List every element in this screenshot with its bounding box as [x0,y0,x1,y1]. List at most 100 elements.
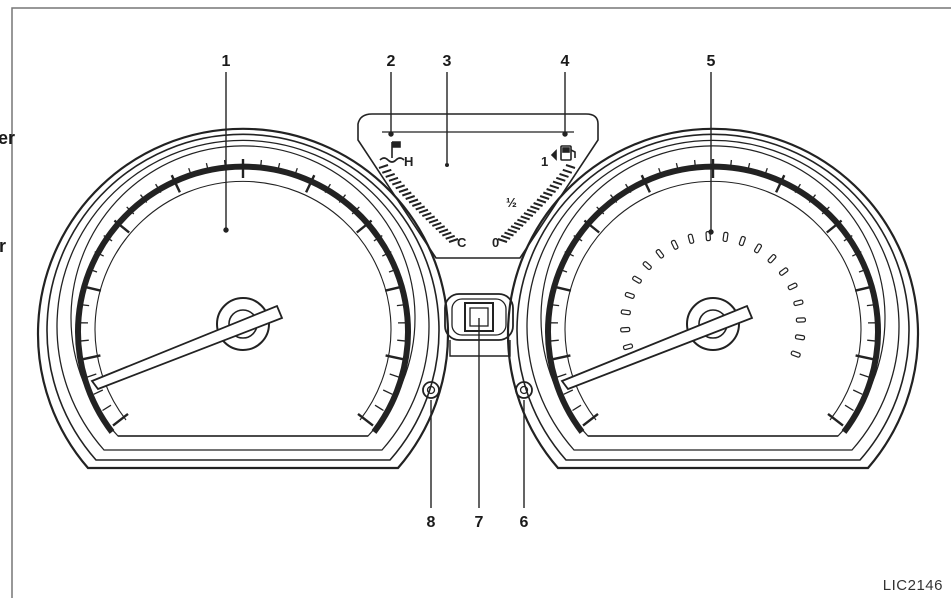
tach-dot-mark [754,244,762,254]
fuel-pump-icon [552,146,575,160]
callout-6: 6 [520,514,529,531]
callout-5: 5 [707,53,716,70]
gauge-tick [87,374,97,377]
fuel-bar [501,236,510,239]
left-gauge-face [71,146,415,436]
tach-dot-mark [625,292,635,299]
gauge-tick [853,390,862,394]
temp-hot-label: H [404,154,413,169]
fuel-half-label: ½ [506,195,517,210]
tach-dot-mark [623,344,633,350]
center-display-dot [445,163,449,167]
temp-bar [402,193,411,196]
fuel-empty-label: 0 [492,235,499,250]
fuel-bar [543,193,552,196]
right-gauge-face [541,146,885,436]
temp-bar [396,185,405,188]
gauge-tick [845,405,854,410]
tach-dot-mark [632,276,642,284]
gauge-tick [573,405,582,410]
gauge-tick [94,390,103,394]
fuel-bar [550,185,559,188]
tach-dot-mark [779,267,789,276]
callout-7: 7 [475,514,484,531]
fuel-bar [537,200,546,203]
fuel-bar [521,216,530,219]
temp-bar [399,189,408,192]
edge-text-lower: r [0,236,6,257]
tach-dot-mark [621,310,630,315]
right-gauge-ticks [548,159,878,426]
tach-dot-mark [788,283,798,290]
gauge-tick [860,374,870,377]
fuel-bar [553,182,562,185]
fuel-full-label: 1 [541,154,548,169]
fuel-bar [505,233,514,236]
fuel-bar [563,170,572,173]
gauge-tick [557,374,567,377]
fuel-bar [498,239,507,242]
temp-bar [409,200,418,203]
fuel-bar [534,203,543,206]
temp-bar [382,170,391,173]
tach-dot-mark [794,300,804,306]
fuel-bar [514,223,523,226]
figure-id: LIC2146 [883,577,943,594]
callout-8: 8 [427,514,436,531]
tach-dot-mark [688,234,694,244]
fuel-bar [547,189,556,192]
tach-dot-mark [671,240,679,250]
tach-dot-mark [723,232,728,241]
tach-dot-mark [656,249,665,259]
temp-bar [416,206,425,209]
tach-dot-mark [739,236,746,246]
gauge-tick [375,405,384,410]
temp-cold-label: C [457,235,467,250]
tach-dot-mark [643,261,652,270]
temp-bar [389,178,398,181]
left-gauge-dial-inner [95,181,391,420]
tach-dot-mark [767,254,776,263]
callout-leaders [224,72,713,508]
gauge-tick [390,374,400,377]
tach-dot-mark [796,318,805,322]
left-gauge-ticks [78,159,408,426]
temp-bar [432,223,441,226]
temp-bar [386,174,395,177]
gauge-tick [383,390,392,394]
fuel-bar [560,174,569,177]
fuel-bar [540,196,549,199]
temp-bar [429,220,438,223]
right-gauge [508,129,918,468]
fuel-bar [556,178,565,181]
temp-bar [412,203,421,206]
temp-bar [379,165,388,168]
callout-3: 3 [443,53,452,70]
gauge-tick [103,405,112,410]
right-gauge-scale-arc [548,167,878,432]
temp-bar [406,196,415,199]
fuel-bar [511,226,520,229]
temp-bar [446,236,455,239]
left-gauge-inner-ring [57,140,429,450]
callout-1: 1 [222,53,231,70]
callout-4: 4 [561,53,570,70]
callout-2: 2 [387,53,396,70]
tach-dot-mark [795,335,805,340]
fuel-bar [566,165,575,168]
temp-bar [442,233,451,236]
temp-bar [422,213,431,216]
temp-bar [419,210,428,213]
left-gauge [38,129,448,468]
temp-bar [392,182,401,185]
fuel-bar [517,220,526,223]
tach-dot-mark [621,327,630,332]
right-gauge-dial-inner [565,181,861,420]
right-gauge-inner-ring [527,140,899,450]
fuel-bar [530,206,539,209]
coolant-temperature-icon [380,142,404,162]
tach-dot-mark [791,351,801,358]
fuel-bar [508,229,517,232]
